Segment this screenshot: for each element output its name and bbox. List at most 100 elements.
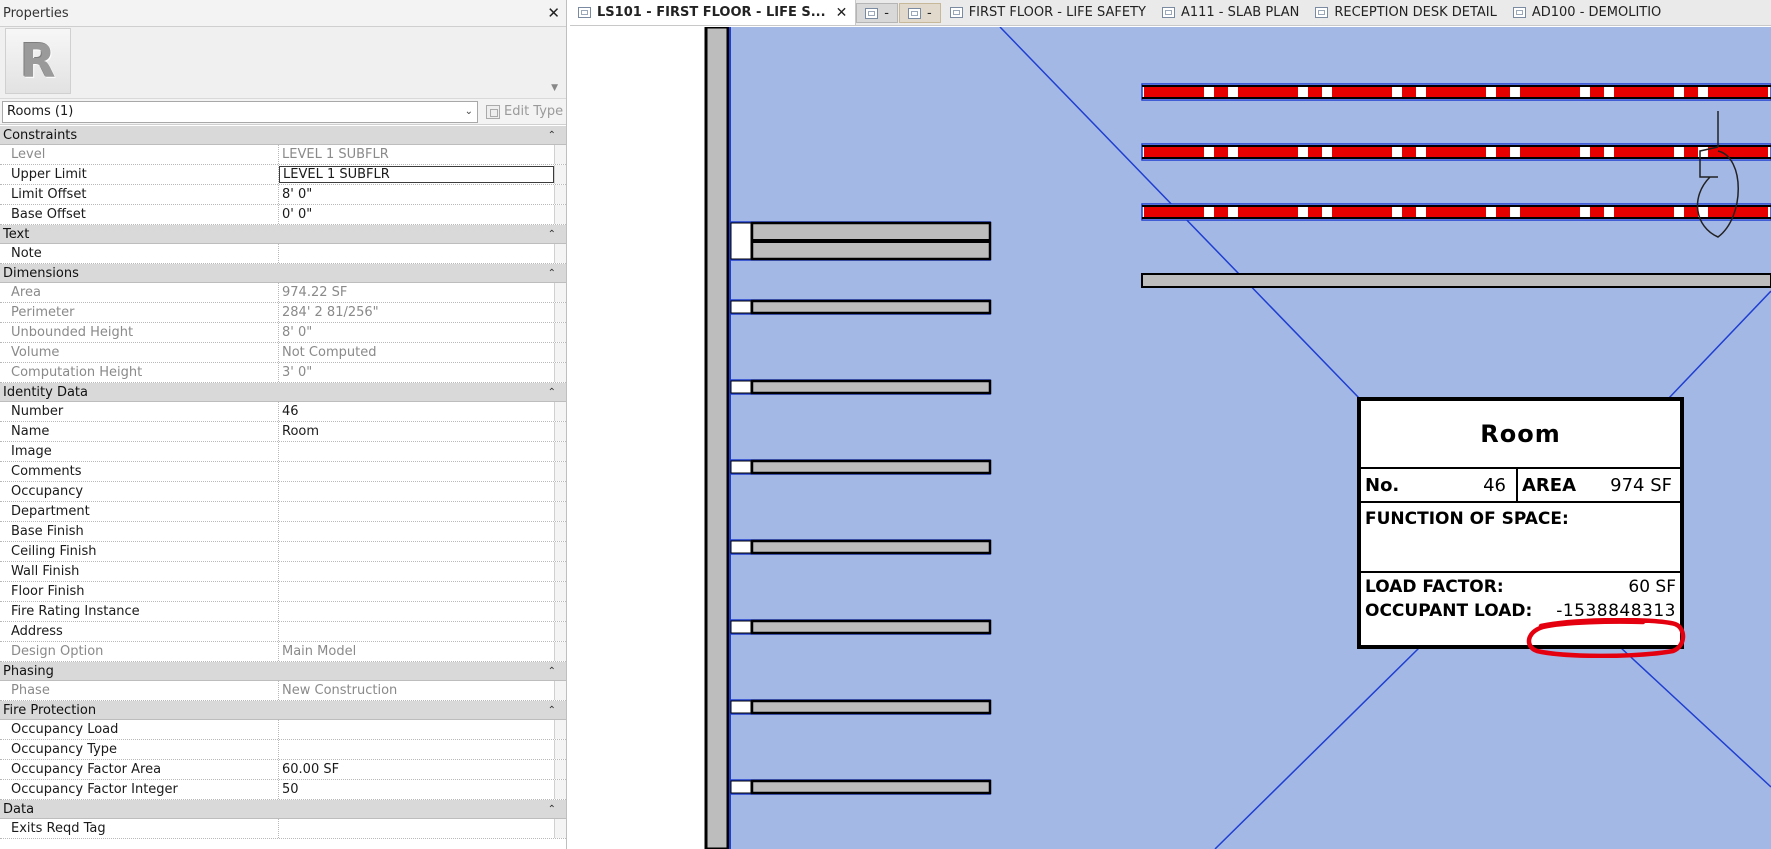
- property-group-header[interactable]: Phasing⌃: [0, 662, 566, 681]
- associate-parameter-button[interactable]: [554, 482, 566, 501]
- associate-parameter-button[interactable]: [554, 582, 566, 601]
- associate-parameter-button[interactable]: [554, 323, 566, 342]
- property-value[interactable]: Room: [282, 424, 320, 439]
- property-value[interactable]: [279, 720, 554, 739]
- property-value[interactable]: [279, 502, 554, 521]
- associate-parameter-button[interactable]: [554, 363, 566, 382]
- property-row[interactable]: Base Finish: [0, 522, 566, 542]
- associate-parameter-button[interactable]: [554, 622, 566, 641]
- associate-parameter-button[interactable]: [554, 542, 566, 561]
- property-row[interactable]: Floor Finish: [0, 582, 566, 602]
- property-row[interactable]: Ceiling Finish: [0, 542, 566, 562]
- close-icon[interactable]: ✕: [547, 4, 560, 22]
- view-tab[interactable]: -: [856, 3, 898, 23]
- associate-parameter-button[interactable]: [554, 819, 566, 838]
- associate-parameter-button[interactable]: [554, 205, 566, 224]
- associate-parameter-button[interactable]: [554, 502, 566, 521]
- associate-parameter-button[interactable]: [554, 283, 566, 302]
- collapse-icon[interactable]: ⌃: [547, 704, 556, 716]
- view-tab[interactable]: RECEPTION DESK DETAIL: [1307, 0, 1505, 25]
- property-row[interactable]: Address: [0, 622, 566, 642]
- view-tabs: LS101 - FIRST FLOOR - LIFE S...✕--FIRST …: [570, 0, 1771, 26]
- property-value[interactable]: [279, 542, 554, 561]
- view-tab[interactable]: -: [899, 3, 941, 23]
- associate-parameter-button[interactable]: [554, 720, 566, 739]
- property-group-header[interactable]: Constraints⌃: [0, 126, 566, 145]
- associate-parameter-button[interactable]: [554, 244, 566, 263]
- property-group-header[interactable]: Text⌃: [0, 225, 566, 244]
- property-group-header[interactable]: Fire Protection⌃: [0, 701, 566, 720]
- associate-parameter-button[interactable]: [554, 760, 566, 779]
- property-value[interactable]: [279, 522, 554, 541]
- associate-parameter-button[interactable]: [554, 422, 566, 441]
- property-group-header[interactable]: Data⌃: [0, 800, 566, 819]
- property-row[interactable]: Exits Reqd Tag: [0, 819, 566, 839]
- edit-type-button[interactable]: Edit Type: [486, 104, 563, 119]
- drawing-canvas[interactable]: Room No. 46 AREA 974 SF FUNCTION OF SPAC…: [570, 27, 1771, 849]
- view-tab[interactable]: AD100 - DEMOLITIO: [1505, 0, 1669, 25]
- associate-parameter-button[interactable]: [554, 145, 566, 164]
- property-row[interactable]: Fire Rating Instance: [0, 602, 566, 622]
- associate-parameter-button[interactable]: [554, 343, 566, 362]
- associate-parameter-button[interactable]: [554, 462, 566, 481]
- collapse-icon[interactable]: ⌃: [547, 386, 556, 398]
- associate-parameter-button[interactable]: [554, 681, 566, 700]
- room-tag[interactable]: Room No. 46 AREA 974 SF FUNCTION OF SPAC…: [1357, 397, 1684, 649]
- view-tab[interactable]: A111 - SLAB PLAN: [1154, 0, 1307, 25]
- associate-parameter-button[interactable]: [554, 402, 566, 421]
- type-selector-dropdown[interactable]: Rooms (1) ⌄: [2, 100, 478, 123]
- associate-parameter-button[interactable]: [554, 442, 566, 461]
- view-tab[interactable]: LS101 - FIRST FLOOR - LIFE S...✕: [570, 0, 857, 25]
- collapse-icon[interactable]: ⌃: [547, 129, 556, 141]
- property-group-header[interactable]: Dimensions⌃: [0, 264, 566, 283]
- property-value[interactable]: 60.00 SF: [282, 762, 340, 777]
- associate-parameter-button[interactable]: [554, 303, 566, 322]
- view-tab[interactable]: FIRST FLOOR - LIFE SAFETY: [942, 0, 1154, 25]
- associate-parameter-button[interactable]: [554, 522, 566, 541]
- collapse-icon[interactable]: ⌃: [547, 803, 556, 815]
- property-row[interactable]: Occupancy Load: [0, 720, 566, 740]
- property-row[interactable]: Occupancy Type: [0, 740, 566, 760]
- property-value[interactable]: [279, 622, 554, 641]
- collapse-icon[interactable]: ⌃: [547, 267, 556, 279]
- close-tab-icon[interactable]: ✕: [835, 4, 848, 21]
- associate-parameter-button[interactable]: [554, 165, 566, 184]
- property-row[interactable]: Comments: [0, 462, 566, 482]
- associate-parameter-button[interactable]: [554, 602, 566, 621]
- associate-parameter-button[interactable]: [554, 642, 566, 661]
- property-group-header[interactable]: Identity Data⌃: [0, 383, 566, 402]
- property-value-editor[interactable]: LEVEL 1 SUBFLR: [279, 166, 554, 183]
- property-value[interactable]: 50: [282, 782, 299, 797]
- property-value[interactable]: [279, 244, 554, 263]
- associate-parameter-button[interactable]: [554, 740, 566, 759]
- property-value[interactable]: [279, 602, 554, 621]
- property-row[interactable]: Occupancy: [0, 482, 566, 502]
- property-value[interactable]: [279, 819, 554, 838]
- property-value[interactable]: [279, 442, 554, 461]
- property-value[interactable]: [279, 582, 554, 601]
- collapse-icon[interactable]: ⌃: [547, 665, 556, 677]
- property-row[interactable]: Image: [0, 442, 566, 462]
- property-value[interactable]: 46: [282, 404, 299, 419]
- property-value[interactable]: [279, 462, 554, 481]
- collapse-icon[interactable]: ⌃: [547, 228, 556, 240]
- property-row[interactable]: Note: [0, 244, 566, 264]
- property-value[interactable]: [279, 740, 554, 759]
- property-row[interactable]: Department: [0, 502, 566, 522]
- type-dropdown-arrow-icon[interactable]: ▼: [551, 83, 558, 93]
- associate-parameter-button[interactable]: [554, 562, 566, 581]
- property-value[interactable]: [279, 562, 554, 581]
- associate-parameter-button[interactable]: [554, 185, 566, 204]
- associate-parameter-button[interactable]: [554, 780, 566, 799]
- property-value[interactable]: [279, 482, 554, 501]
- property-value[interactable]: 8' 0": [282, 187, 313, 202]
- property-value[interactable]: 0' 0": [282, 207, 313, 222]
- property-row[interactable]: Wall Finish: [0, 562, 566, 582]
